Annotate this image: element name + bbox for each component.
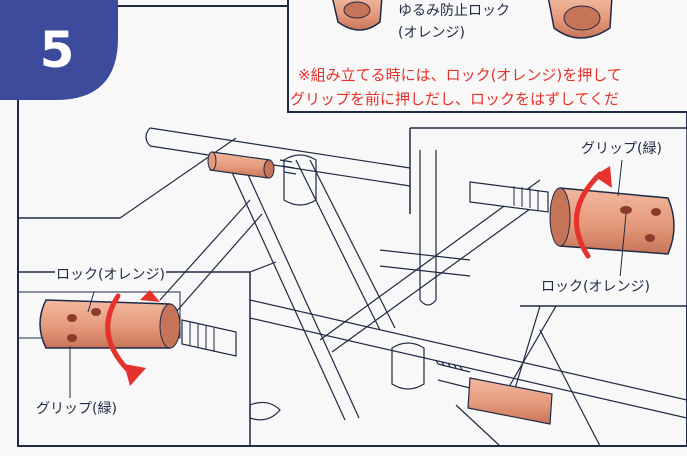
pointer-line-left-a (119, 137, 237, 219)
grip-right-hole-1 (620, 206, 632, 214)
lock-sleeve-top (209, 151, 271, 179)
frame-tubes (145, 127, 687, 447)
assembly-note-line1: ※組み立てる時には、ロック(オレンジ)を押して (298, 66, 622, 84)
lock-sleeve-top-end (207, 151, 217, 171)
note-panel (287, 0, 687, 113)
rotate-arrow-tail-left (140, 290, 160, 302)
grip-right-hole-2 (651, 208, 661, 216)
grip-label-right: グリップ(緑) (580, 138, 663, 158)
right-inset-thread (513, 186, 539, 210)
pointer-line-right-a (505, 305, 557, 393)
leader-grip-right (617, 159, 623, 197)
grip-left-hole-3 (67, 334, 77, 342)
lock-caption-line2: (オレンジ) (398, 25, 465, 41)
lock-label-right: ロック(オレンジ) (540, 276, 651, 296)
left-inset-connector (181, 319, 237, 357)
leader-lock-right (619, 213, 627, 279)
grip-left-hole-2 (91, 308, 101, 316)
grip-right-hole-3 (645, 234, 655, 242)
rotate-arrowhead-right (594, 166, 612, 188)
lock-sleeve-bottom (467, 377, 553, 425)
lock-caption-line1: ゆるみ防止ロック (398, 3, 510, 19)
lock-part-right-hole (563, 5, 601, 31)
lock-label-left: ロック(オレンジ) (55, 264, 166, 284)
lock-part-left-hole (343, 1, 371, 19)
grip-left-end (159, 303, 181, 349)
rotate-arrow-right (573, 171, 603, 259)
pointer-line-right-b (513, 305, 541, 393)
grip-label-left: グリップ(緑) (35, 398, 118, 418)
right-inset (410, 127, 687, 307)
grip-left-hole-1 (67, 314, 77, 322)
lock-sleeve-top-hole (263, 159, 275, 179)
grip-right (553, 187, 675, 255)
left-inset-thread (189, 322, 215, 352)
pointer-line-left-b (249, 261, 277, 273)
step-badge (0, 0, 118, 100)
rotate-arrowhead-left (124, 364, 146, 386)
grip-right-end (549, 187, 571, 247)
step-number: 5 (39, 21, 75, 79)
leader-lock-left (87, 291, 95, 313)
assembly-note-line2: グリップを前に押しだし、ロックをはずしてくだ (290, 90, 620, 108)
